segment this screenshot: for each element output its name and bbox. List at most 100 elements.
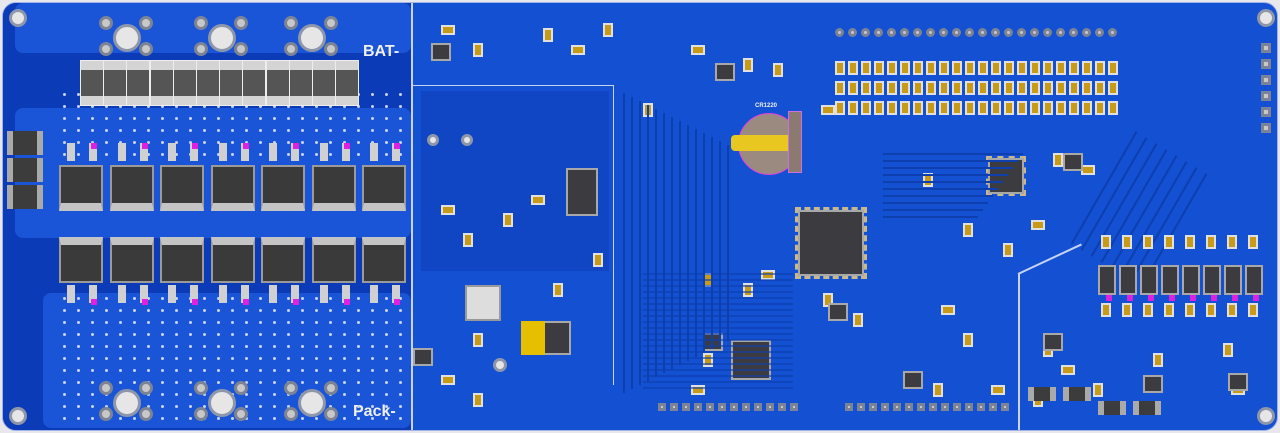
via — [161, 129, 164, 132]
trace — [1130, 167, 1198, 281]
resistor — [1004, 81, 1014, 95]
via — [329, 141, 332, 144]
mosfet-leg — [190, 285, 198, 303]
via — [63, 141, 66, 144]
resistor — [1122, 303, 1132, 317]
mosfet-leg — [190, 143, 198, 161]
mosfet-leg — [392, 143, 400, 161]
ic-package — [1143, 375, 1163, 393]
header-pin — [978, 28, 987, 37]
via — [161, 117, 164, 120]
via — [301, 309, 304, 312]
via — [161, 309, 164, 312]
via — [259, 405, 262, 408]
terminal-pad — [284, 381, 298, 395]
connector-pin — [682, 403, 690, 411]
via — [231, 369, 234, 372]
mosfet-leg — [370, 285, 378, 303]
via — [203, 357, 206, 360]
connector-pin — [658, 403, 666, 411]
via — [175, 333, 178, 336]
shunt-resistor — [335, 60, 360, 106]
mounting-hole — [461, 134, 473, 146]
terminal-pad — [284, 42, 298, 56]
connector-pin — [1261, 91, 1271, 101]
via — [175, 153, 178, 156]
test-point — [293, 299, 299, 305]
via — [385, 357, 388, 360]
via — [273, 405, 276, 408]
via — [63, 405, 66, 408]
via — [175, 405, 178, 408]
via — [301, 141, 304, 144]
via — [245, 321, 248, 324]
header-pin — [835, 28, 844, 37]
via — [399, 309, 402, 312]
resistor — [1004, 61, 1014, 75]
via — [287, 405, 290, 408]
via — [245, 117, 248, 120]
trace — [643, 321, 793, 323]
resistor — [913, 61, 923, 75]
passive-component — [1003, 243, 1013, 257]
via — [105, 345, 108, 348]
via — [133, 333, 136, 336]
header-pin — [1030, 28, 1039, 37]
via — [161, 357, 164, 360]
led — [952, 101, 962, 115]
header-pin — [1004, 28, 1013, 37]
test-point — [1253, 295, 1259, 301]
via — [63, 369, 66, 372]
via — [217, 333, 220, 336]
via — [301, 153, 304, 156]
passive-component — [743, 58, 753, 72]
via — [357, 297, 360, 300]
led — [913, 101, 923, 115]
resistor — [1095, 61, 1105, 75]
via — [329, 129, 332, 132]
via — [329, 333, 332, 336]
passive-component — [1061, 365, 1075, 375]
mosfet-leg — [168, 143, 176, 161]
connector-pin — [845, 403, 853, 411]
resistor — [1056, 61, 1066, 75]
via — [231, 297, 234, 300]
via — [245, 369, 248, 372]
via — [231, 141, 234, 144]
via — [385, 153, 388, 156]
header-pin — [926, 28, 935, 37]
resistor — [1227, 235, 1237, 249]
via — [133, 105, 136, 108]
trace — [695, 129, 697, 357]
via — [119, 345, 122, 348]
via — [301, 345, 304, 348]
via — [259, 321, 262, 324]
test-point — [1232, 295, 1238, 301]
balance-mosfet — [1161, 265, 1179, 295]
via — [301, 381, 304, 384]
header-pin — [900, 28, 909, 37]
passive-component — [1031, 220, 1045, 230]
via — [245, 105, 248, 108]
mounting-hole — [493, 358, 507, 372]
header-pin — [887, 28, 896, 37]
via — [343, 345, 346, 348]
via — [385, 333, 388, 336]
led — [1004, 101, 1014, 115]
via — [357, 393, 360, 396]
via — [259, 309, 262, 312]
via — [287, 357, 290, 360]
trace — [883, 188, 998, 190]
trace — [623, 93, 625, 393]
via — [189, 381, 192, 384]
via — [357, 381, 360, 384]
via — [231, 309, 234, 312]
led — [1017, 101, 1027, 115]
header-pin — [1095, 28, 1104, 37]
via — [343, 309, 346, 312]
via — [287, 321, 290, 324]
via — [399, 129, 402, 132]
resistor — [1095, 81, 1105, 95]
via — [175, 357, 178, 360]
via — [77, 117, 80, 120]
